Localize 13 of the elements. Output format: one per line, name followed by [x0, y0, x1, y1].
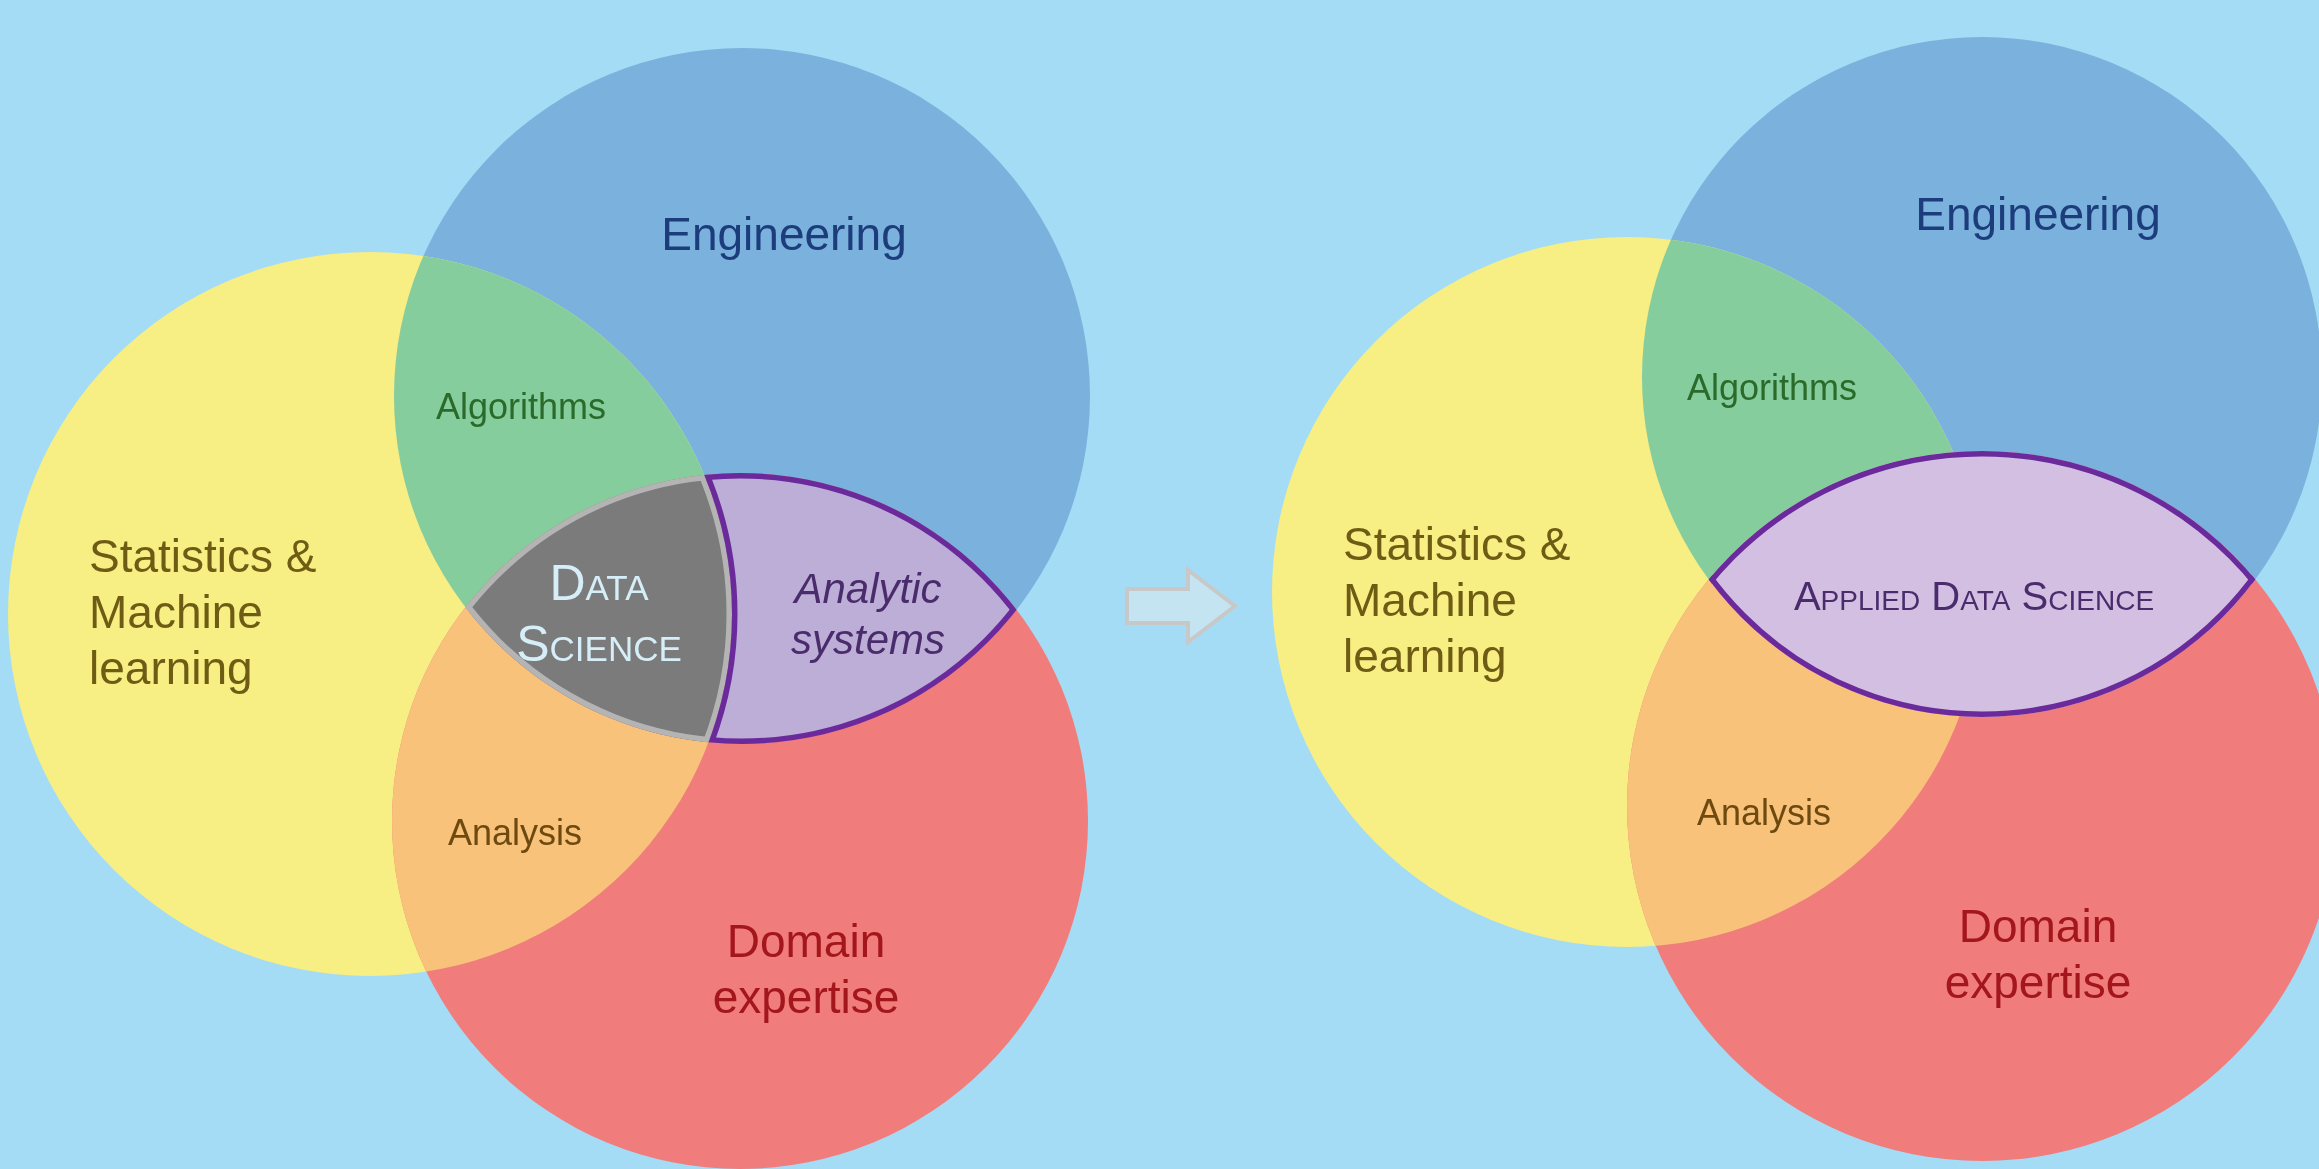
region-label: Applied Data Science: [1724, 571, 2224, 621]
region-label: Analysis: [425, 811, 605, 855]
block-arrow: [1125, 565, 1239, 647]
region-label: Algorithms: [411, 385, 631, 429]
region-label: Domain expertise: [1918, 897, 2158, 1011]
region-label: Statistics & Machine learning: [1343, 515, 1593, 685]
region-label: Statistics & Machine learning: [89, 527, 339, 697]
region-label: Domain expertise: [686, 912, 926, 1026]
region-label: Engineering: [634, 205, 934, 263]
region-label: Analysis: [1674, 791, 1854, 835]
region-label: Algorithms: [1662, 366, 1882, 410]
region-label: Engineering: [1888, 185, 2188, 243]
region-label: Analytic systems: [768, 562, 968, 666]
